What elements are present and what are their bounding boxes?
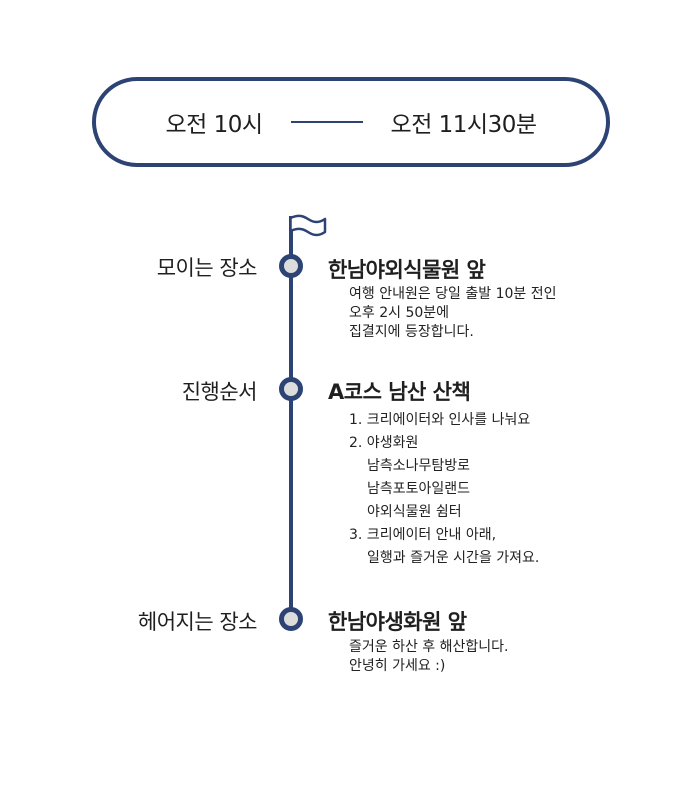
flag-icon <box>289 214 327 241</box>
farewell-description-line: 즐거운 하산 후 해산합니다. <box>349 639 509 655</box>
list-item: 야외식물원 쉼터 <box>367 504 462 520</box>
progress-label: 진행순서 <box>181 380 258 404</box>
list-item: 남측포토아일랜드 <box>367 481 471 497</box>
end-time: 오전 11시30분 <box>390 112 537 138</box>
meeting-description-line: 여행 안내원은 당일 출발 10분 전인 <box>349 286 557 302</box>
progress-title: A코스 남산 산책 <box>328 380 471 404</box>
start-time: 오전 10시 <box>165 112 263 138</box>
farewell-title: 한남야생화원 앞 <box>328 610 467 634</box>
meeting-description: 여행 안내원은 당일 출발 10분 전인 오후 2시 50분에 집결지에 등장합… <box>349 285 557 342</box>
timeline-node-meeting <box>279 254 303 278</box>
farewell-description-line: 안녕히 가세요 :) <box>349 658 446 674</box>
list-item: 일행과 즐거운 시간을 가져요. <box>367 550 540 566</box>
list-item: 3. 크리에이터 안내 아래, <box>349 527 497 543</box>
timeline-line <box>289 216 293 618</box>
list-item: 1. 크리에이터와 인사를 나눠요 <box>349 412 531 428</box>
list-item: 2. 야생화원 <box>349 435 419 451</box>
meeting-title: 한남야외식물원 앞 <box>328 258 486 282</box>
timeline-node-farewell <box>279 607 303 631</box>
farewell-label: 헤어지는 장소 <box>137 610 258 634</box>
time-range-pill: 오전 10시 오전 11시30분 <box>92 77 610 167</box>
farewell-description: 즐거운 하산 후 해산합니다. 안녕히 가세요 :) <box>349 638 508 676</box>
meeting-description-line: 오후 2시 50분에 <box>349 305 450 321</box>
progress-list: 1. 크리에이터와 인사를 나눠요 2. 야생화원 남측소나무탐방로 남측포토아… <box>349 409 539 570</box>
time-range-connector <box>290 121 363 123</box>
meeting-description-line: 집결지에 등장합니다. <box>349 324 474 340</box>
list-item: 남측소나무탐방로 <box>367 458 471 474</box>
timeline-node-progress <box>279 377 303 401</box>
meeting-label: 모이는 장소 <box>156 256 258 280</box>
